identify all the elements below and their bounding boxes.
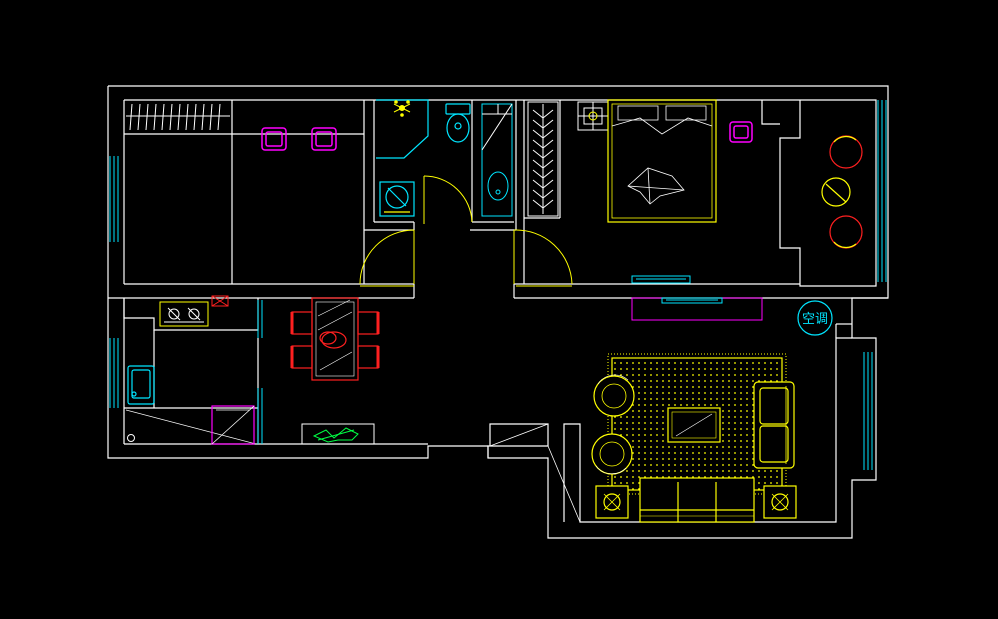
dining [290,297,380,445]
tv-cabinet-icon [631,297,763,321]
sink-icon [481,103,513,217]
appliance-icon [211,295,229,307]
chair-icon [261,127,337,151]
living-room: 空调 [489,297,833,523]
air-conditioner-label: 空调 [802,312,828,327]
air-conditioner-icon [797,300,833,336]
kitchen [125,295,257,445]
bedroom-2 [577,99,863,284]
washing-machine-icon [379,181,415,217]
floor-drain-icon [127,434,135,442]
planter-icon [301,423,375,445]
shower-tray [376,99,429,159]
bedroom-1 [126,103,337,151]
armchairs [591,374,635,475]
fridge-icon [211,405,255,445]
double-bed-icon [607,99,717,223]
side-table-icon [821,177,851,207]
windows [109,100,887,470]
bathroom [376,99,513,217]
side-tables [595,485,797,519]
dining-table-icon [311,297,359,381]
door-bedroom-1 [359,229,415,285]
wardrobe-2 [527,101,559,217]
dining-chairs [290,311,380,369]
doors [359,175,573,287]
nightstand-lamp-icon [577,101,609,131]
wall-cabinet-icon [631,275,691,284]
kitchen-sink-icon [127,365,155,405]
air-conditioner: 空调 [797,300,833,336]
chair-icon [729,121,753,143]
loveseat-icon [753,381,795,469]
walls [107,85,889,539]
stove-icon [159,301,209,327]
shower-head-icon [393,100,411,117]
balcony-chairs [821,135,863,249]
door-bathroom [423,175,473,223]
counter-diagonal [125,409,257,445]
coffee-table-icon [667,407,721,443]
sofa-icon [639,477,755,523]
wardrobe-hangers-icon [126,103,230,131]
balcony-diagonal [547,445,581,523]
armchair-icon [593,375,635,417]
door-bedroom-2 [513,229,573,285]
inner-wall-top [124,99,877,287]
toilet-icon [445,103,471,143]
